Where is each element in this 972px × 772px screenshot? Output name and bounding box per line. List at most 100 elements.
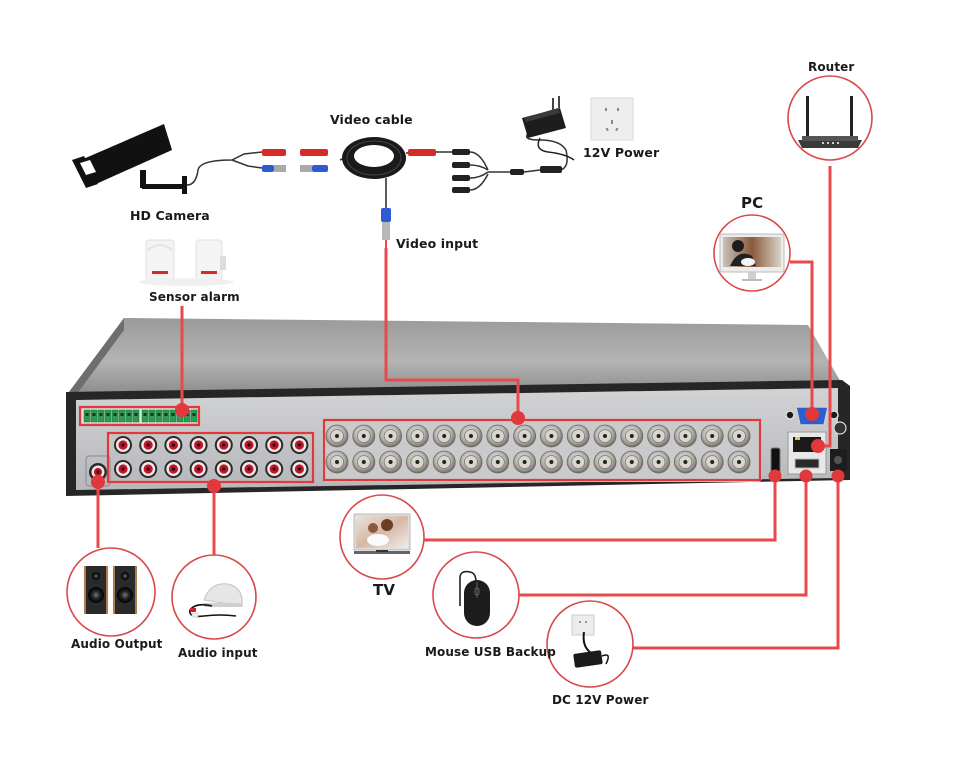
rca-jack [290, 460, 309, 478]
bnc-connector [674, 424, 697, 448]
label-dc-12v-power: DC 12V Power [552, 693, 649, 707]
bnc-connector [432, 450, 456, 474]
alarm-terminal-block [82, 409, 198, 423]
monitor-icon [719, 233, 785, 281]
bnc-connector [379, 450, 403, 474]
label-router: Router [808, 60, 855, 74]
bnc-connector [727, 424, 751, 448]
bnc-connector [325, 450, 349, 474]
label-video-input: Video input [396, 236, 479, 251]
rca-jack [164, 460, 183, 478]
dot-lan [811, 439, 825, 453]
label-tv: TV [373, 581, 396, 599]
bnc-connector [540, 450, 563, 474]
label-audio-output: Audio Output [71, 637, 163, 651]
rca-power-connectors [262, 149, 328, 172]
dot-vga [805, 407, 819, 421]
bnc-connector [593, 424, 617, 448]
rca-jack [240, 460, 258, 478]
bnc-connector [513, 450, 536, 474]
bnc-connector [379, 424, 403, 448]
mouse-icon [459, 570, 490, 626]
wifi-router-icon [798, 96, 862, 148]
ground-screw [833, 421, 847, 435]
rca-jack [139, 460, 158, 478]
microphone-icon [188, 583, 243, 618]
bnc-connector [647, 424, 670, 448]
highlight-terminals [78, 405, 201, 427]
bnc-connector [513, 424, 536, 448]
rca-jack [114, 436, 132, 454]
bnc-connector [459, 424, 483, 448]
speaker-icon [84, 566, 137, 614]
bnc-connector [352, 424, 376, 448]
rca-jack [214, 436, 233, 454]
bnc-connector [566, 450, 590, 474]
rca-jack [240, 436, 258, 454]
bnc-connector [620, 450, 644, 474]
bnc-connector [459, 450, 483, 474]
bnc-connector [405, 424, 429, 448]
bnc-connector [540, 424, 563, 448]
power-splitter [436, 131, 568, 191]
vga-screw [785, 410, 795, 420]
rca-jack [189, 460, 208, 478]
bnc-connector [566, 424, 590, 448]
label-audio-input: Audio input [178, 646, 258, 660]
dc-power-circle [546, 600, 634, 688]
line-dc-power [632, 476, 840, 650]
highlight-bnc [322, 418, 762, 482]
rca-jack [290, 436, 309, 454]
line-mouse [518, 476, 808, 597]
rca-jack [214, 460, 233, 478]
tv-icon [353, 513, 411, 554]
line-video-input [384, 248, 520, 418]
bnc-connector [486, 424, 510, 448]
dot-usb [799, 469, 813, 483]
cctv-camera-icon [72, 124, 187, 194]
wall-outlet-icon [590, 97, 634, 141]
bnc-connector [727, 450, 751, 474]
label-video-cable: Video cable [330, 112, 413, 127]
bnc-connector [325, 424, 349, 448]
dvr-top-cover [66, 318, 842, 396]
connection-dots [91, 403, 845, 493]
splitter-plugs [452, 149, 562, 193]
label-mouse-usb-backup: Mouse USB Backup [425, 645, 556, 659]
dot-audio-out [91, 475, 105, 489]
bnc-connector [674, 450, 697, 474]
rca-jack [265, 460, 284, 478]
pir-sensor-icon [138, 239, 234, 286]
dc-power-supply-icon [571, 614, 609, 668]
usb-port [794, 458, 820, 469]
coax-cable-reel-icon [342, 137, 436, 248]
rca-jack [189, 436, 208, 454]
rca-jack [139, 436, 158, 454]
label-12v-power: 12V Power [583, 145, 660, 160]
rca-jack [114, 460, 132, 478]
rca-jack [265, 436, 284, 454]
bnc-video-inputs [322, 418, 762, 482]
dot-dc [831, 469, 845, 483]
bnc-connector [432, 424, 456, 448]
bnc-connector [700, 450, 724, 474]
label-pc: PC [741, 194, 764, 212]
bnc-connector [647, 450, 670, 474]
bnc-connector [593, 450, 617, 474]
line-tv [424, 476, 777, 542]
dvr-side [66, 318, 124, 398]
label-hd-camera: HD Camera [130, 208, 210, 223]
bnc-connector [620, 424, 644, 448]
rca-jack [164, 436, 183, 454]
bnc-connector [405, 450, 429, 474]
bnc-connector [486, 450, 510, 474]
label-sensor-alarm: Sensor alarm [149, 290, 240, 304]
line-pc [790, 260, 814, 414]
dot-hdmi [768, 469, 782, 483]
dot-terminals [175, 403, 189, 417]
audio-output-circle [66, 547, 156, 637]
power-adapter-icon [522, 96, 575, 161]
dot-bnc [511, 411, 525, 425]
audio-rca-jacks [114, 436, 309, 478]
